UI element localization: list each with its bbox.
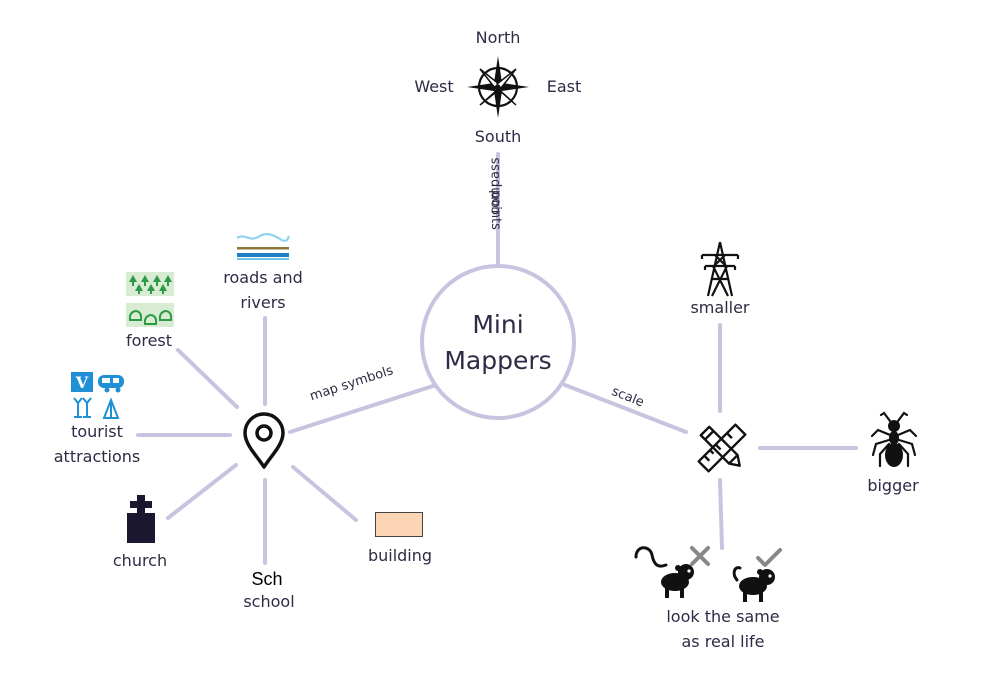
church-label: church xyxy=(112,551,168,570)
link-map-symbols xyxy=(288,384,435,434)
monkey-icon xyxy=(732,566,775,602)
cross-icon xyxy=(690,546,710,566)
compass-rose-icon xyxy=(467,56,529,118)
tourist-label-1: tourist xyxy=(71,422,123,441)
ant-icon xyxy=(870,411,918,468)
roads-rivers-icon xyxy=(236,233,290,260)
building-symbol xyxy=(375,512,423,537)
compass-west: West xyxy=(414,77,454,96)
edge-label-points: points xyxy=(488,190,503,230)
school-label: school xyxy=(243,592,295,611)
check-icon xyxy=(756,548,782,567)
link-scale xyxy=(563,383,688,434)
school-abbreviation: Sch xyxy=(251,569,283,589)
smaller-label: smaller xyxy=(690,298,750,317)
roads-rivers-label-2: rivers xyxy=(240,293,286,312)
look-the-same-label-2: as real life xyxy=(681,632,765,651)
center-title-line1: Mini xyxy=(472,310,524,339)
electricity-pylon-icon xyxy=(700,241,740,297)
map-pin-icon xyxy=(243,412,285,469)
ruler-pencil-icon xyxy=(697,423,747,473)
center-title-line2: Mappers xyxy=(444,346,552,375)
church-icon xyxy=(127,495,155,543)
link-same xyxy=(718,478,724,550)
link-church xyxy=(166,463,238,520)
forest-label: forest xyxy=(125,331,173,350)
look-the-same-label-1: look the same xyxy=(666,607,780,626)
center-circle xyxy=(420,264,576,420)
monkey-long-tail-icon xyxy=(634,546,694,598)
svg-text:V: V xyxy=(75,373,89,392)
roads-rivers-label-1: roads and xyxy=(223,268,303,287)
building-label: building xyxy=(367,546,433,565)
tourist-label-2: attractions xyxy=(53,447,141,466)
compass-east: East xyxy=(546,77,582,96)
tourist-attractions-icon: V xyxy=(71,372,124,419)
forest-icon xyxy=(126,272,174,327)
link-forest xyxy=(176,348,239,409)
bigger-label: bigger xyxy=(867,476,919,495)
compass-south: South xyxy=(474,127,522,146)
compass-north: North xyxy=(475,28,521,47)
link-building xyxy=(291,465,358,522)
